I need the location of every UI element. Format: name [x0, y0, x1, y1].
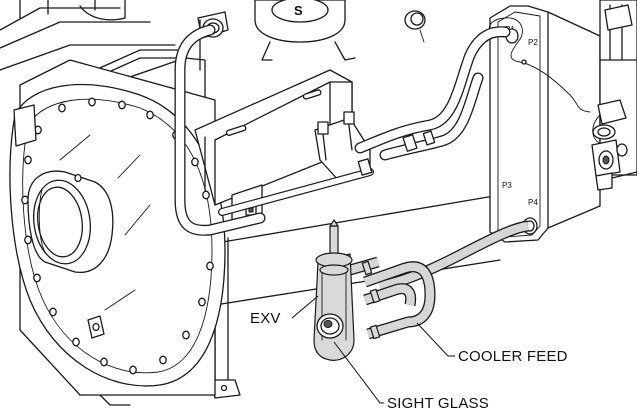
callout-cooler-feed: COOLER FEED: [458, 348, 568, 365]
port-mark-p2: P2: [528, 38, 538, 47]
port-mark-p3: P3: [502, 181, 512, 190]
cooler-head-flange: [9, 59, 226, 396]
support-bracket: [194, 69, 371, 226]
top-center-component: S: [254, 0, 426, 61]
sight-glass: [316, 313, 344, 339]
cooler-feed-tube: [348, 220, 529, 340]
exv-valve: [313, 219, 355, 361]
heat-exchanger-plate: P1 P2 P3 P4: [488, 5, 603, 243]
hub-glyph: S: [294, 3, 303, 18]
right-valve-assembly: [591, 0, 637, 191]
refrigerant-line-right: [218, 26, 511, 216]
callout-sight-glass: SIGHT GLASS: [387, 395, 489, 412]
callout-exv: EXV: [250, 310, 281, 327]
water-nozzle: [27, 170, 114, 273]
refrigerant-line-upper: [174, 24, 266, 236]
callout-leaders: [291, 295, 455, 404]
port-mark-p4: P4: [528, 198, 538, 207]
